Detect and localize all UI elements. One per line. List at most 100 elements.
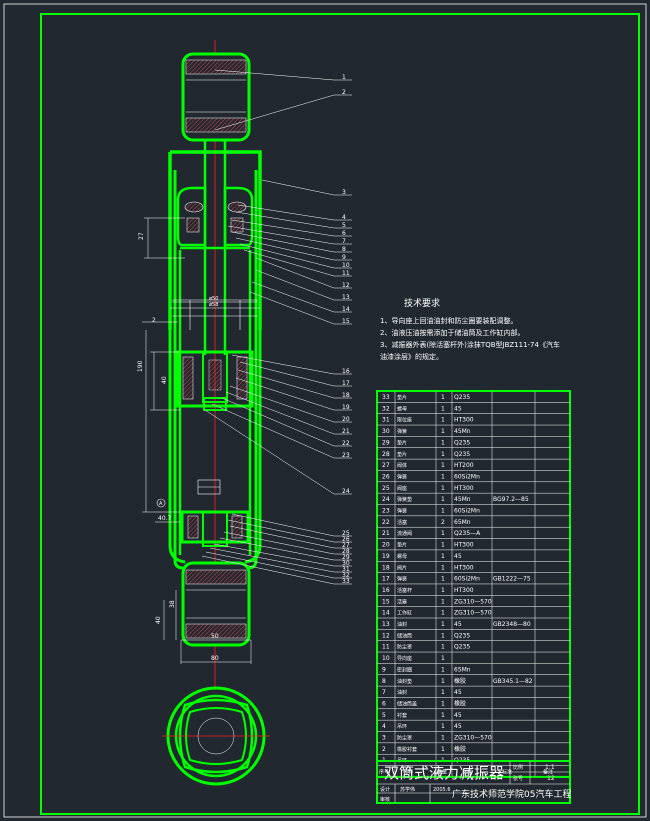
table-cell: 45 xyxy=(454,712,462,719)
leader-line xyxy=(231,219,335,237)
leader-line xyxy=(255,269,335,301)
section-mark: A xyxy=(159,501,163,507)
dim-40: 40 xyxy=(161,376,168,384)
table-cell: 25 xyxy=(382,485,390,492)
leader-line xyxy=(243,249,335,277)
table-cell: 8 xyxy=(382,678,386,685)
table-cell: 4 xyxy=(382,723,386,730)
table-cell: 橡胶 xyxy=(454,745,466,753)
table-cell: 60Si2Mn xyxy=(454,508,480,515)
top-eye xyxy=(181,52,251,142)
table-cell: Q235 xyxy=(454,451,470,458)
table-cell: GB345.1—82 xyxy=(493,678,533,685)
leader-line xyxy=(239,361,335,387)
table-cell: 13 xyxy=(382,621,390,628)
balloon-number: 26 xyxy=(342,536,350,543)
table-cell: 45 xyxy=(454,689,462,696)
table-cell: 1 xyxy=(441,666,445,673)
balloon-number: 9 xyxy=(342,254,346,261)
seal-assembly xyxy=(176,186,254,250)
table-cell: 18 xyxy=(382,564,390,571)
table-cell: 油封 xyxy=(397,689,407,696)
dim-40b: 40 xyxy=(155,616,162,624)
dim-phi58: ø58 xyxy=(209,302,218,308)
designer-name: 苏学伟 xyxy=(400,786,415,793)
design-date: 2005.6 xyxy=(433,787,451,793)
leader-line xyxy=(213,543,335,567)
balloon-number: 15 xyxy=(342,318,350,325)
table-cell: ZG310—570 xyxy=(454,610,492,617)
tech-req-heading: 技术要求 xyxy=(404,297,440,309)
leader-line xyxy=(239,243,335,269)
balloon-number: 32 xyxy=(342,572,350,579)
balloon-number: 22 xyxy=(342,440,350,447)
balloon-number: 10 xyxy=(342,262,350,269)
table-cell: 23 xyxy=(382,508,390,515)
section-view xyxy=(162,686,270,786)
balloon-number: 27 xyxy=(342,542,350,549)
table-cell: 1 xyxy=(441,621,445,628)
table-cell: 螺母 xyxy=(397,553,407,560)
table-cell: 阀体 xyxy=(397,462,407,469)
balloon-number: 24 xyxy=(342,488,350,495)
table-cell: 1 xyxy=(441,587,445,594)
table-cell: 垫片 xyxy=(397,439,407,446)
table-cell: 1 xyxy=(441,735,445,742)
bottom-valve xyxy=(180,510,250,547)
table-cell: 45 xyxy=(454,723,462,730)
scale-value: 1:1 xyxy=(545,764,555,771)
leader-line xyxy=(237,369,335,399)
tech-req-line-2: 2、油液压油按需添加于储油筒及工作缸内部。 xyxy=(380,328,524,337)
balloon-number: 29 xyxy=(342,554,350,561)
table-cell: 28 xyxy=(382,451,390,458)
table-cell: 45 xyxy=(454,621,462,628)
leader-line xyxy=(227,225,335,245)
leader-line xyxy=(231,231,335,253)
table-cell: 导向座 xyxy=(397,655,412,662)
leader-line xyxy=(249,291,335,325)
scale-label: 比例 xyxy=(513,764,523,771)
table-cell: 工作缸 xyxy=(397,610,412,617)
table-cell: 弹簧 xyxy=(397,473,407,480)
leader-line xyxy=(261,179,335,196)
table-cell: 密封圈 xyxy=(397,666,412,673)
table-cell: 19 xyxy=(382,553,390,560)
table-cell: HT300 xyxy=(454,564,474,571)
table-cell: 弹簧 xyxy=(397,428,407,435)
balloon-number: 20 xyxy=(342,416,350,423)
table-header-cell: 材料 xyxy=(462,769,472,776)
dim-2: 2 xyxy=(152,317,156,324)
table-cell: Q235 xyxy=(454,394,470,401)
leader-line xyxy=(214,69,335,81)
table-cell: 1 xyxy=(441,542,445,549)
balloon-number: 25 xyxy=(342,530,350,537)
balloon-number: 8 xyxy=(342,246,346,253)
designer-label: 设计 xyxy=(380,786,390,793)
table-cell: 弹簧 xyxy=(397,576,407,583)
table-cell: 橡胶 xyxy=(454,677,466,685)
table-cell: 1 xyxy=(441,689,445,696)
leader-line xyxy=(229,525,335,549)
leader-line xyxy=(235,377,335,411)
table-cell: 阀片 xyxy=(397,564,407,571)
table-cell: 45 xyxy=(454,405,462,412)
leader-line xyxy=(223,531,335,555)
table-cell: 45Mn xyxy=(454,428,471,435)
table-cell: 2 xyxy=(382,746,386,753)
dim-27: 27 xyxy=(138,232,145,240)
table-cell: 7 xyxy=(382,689,386,696)
leader-line xyxy=(235,211,335,229)
leader-line xyxy=(205,551,335,579)
leader-line xyxy=(255,257,335,289)
table-cell: 1 xyxy=(441,712,445,719)
leader-lines: 1234567891011121314151617181920212223242… xyxy=(201,69,352,585)
balloon-number: 30 xyxy=(342,560,350,567)
table-cell: GB2348—80 xyxy=(493,621,531,628)
leader-line xyxy=(201,555,335,585)
table-header-cell: 序号 xyxy=(379,769,389,776)
table-cell: 16 xyxy=(382,587,390,594)
school-name: 广东技术师范学院05汽车工程 xyxy=(452,788,571,800)
table-cell: BG97.2—85 xyxy=(493,496,529,503)
dim-phi50: ø50 xyxy=(209,296,218,302)
